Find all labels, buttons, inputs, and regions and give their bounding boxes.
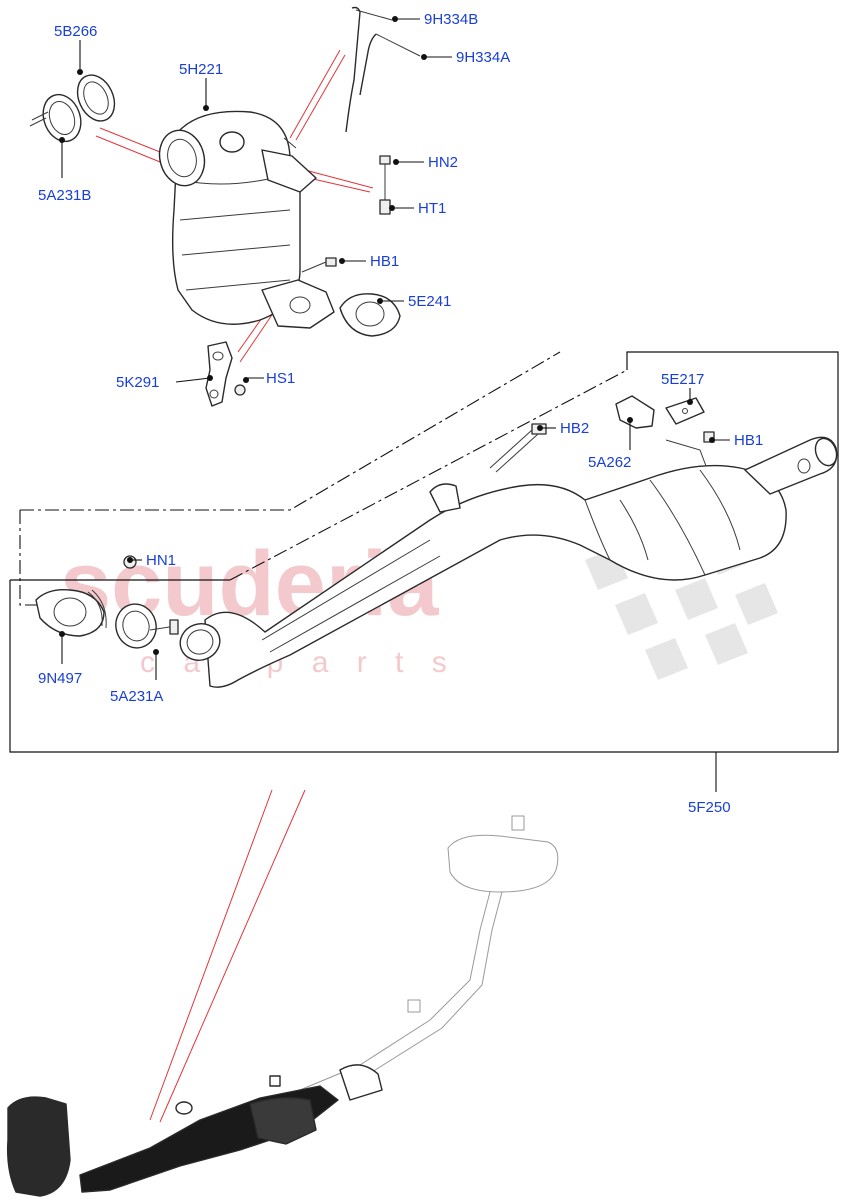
callout-9N497[interactable]: 9N497 <box>38 670 82 687</box>
part-5H221-catalytic-converter <box>158 110 335 329</box>
callout-HT1[interactable]: HT1 <box>418 200 446 217</box>
callout-9H334A[interactable]: 9H334A <box>456 49 510 66</box>
part-HB2-stud <box>489 423 547 473</box>
callout-5F250[interactable]: 5F250 <box>688 799 731 816</box>
callout-HS1[interactable]: HS1 <box>266 370 295 387</box>
callout-HB1-right[interactable]: HB1 <box>734 432 763 449</box>
part-5E241-gasket <box>339 293 401 337</box>
callout-HB2[interactable]: HB2 <box>560 420 589 437</box>
part-9H334-sensor-pipes <box>345 6 421 133</box>
callout-5E217[interactable]: 5E217 <box>661 371 704 388</box>
part-5A231A-clamp <box>115 603 179 649</box>
callout-5K291[interactable]: 5K291 <box>116 374 159 391</box>
part-HB1-bolt-right <box>665 431 715 467</box>
callout-HN1[interactable]: HN1 <box>146 552 176 569</box>
part-5A262-isolator <box>615 395 655 429</box>
callout-HN2[interactable]: HN2 <box>428 154 458 171</box>
callout-5A262[interactable]: 5A262 <box>588 454 631 471</box>
part-5F250-rear-muffler-assembly <box>179 436 838 688</box>
callout-5B266[interactable]: 5B266 <box>54 23 97 40</box>
part-HB1-bolt-top <box>301 257 337 273</box>
callout-9H334B[interactable]: 9H334B <box>424 11 478 28</box>
callout-HB1-top[interactable]: HB1 <box>370 253 399 270</box>
part-5E217-bracket <box>665 397 705 425</box>
callout-5E241[interactable]: 5E241 <box>408 293 451 310</box>
part-5B266-gasket <box>76 74 116 122</box>
full-exhaust-overview <box>6 815 559 1197</box>
callout-leaders <box>59 16 730 680</box>
part-HS1-bolt <box>234 384 246 396</box>
rear-section-frame <box>9 351 839 792</box>
callout-5A231B[interactable]: 5A231B <box>38 187 91 204</box>
callout-5A231A[interactable]: 5A231A <box>110 688 163 705</box>
part-5A231B-clamp <box>29 93 82 143</box>
callout-5H221[interactable]: 5H221 <box>179 61 223 78</box>
part-5K291-bracket <box>205 341 233 407</box>
callout-labels: 5B266 5H221 9H334B 9H334A HN2 HT1 5A231B… <box>38 11 763 816</box>
part-HN2-HT1-sensor <box>379 155 391 215</box>
